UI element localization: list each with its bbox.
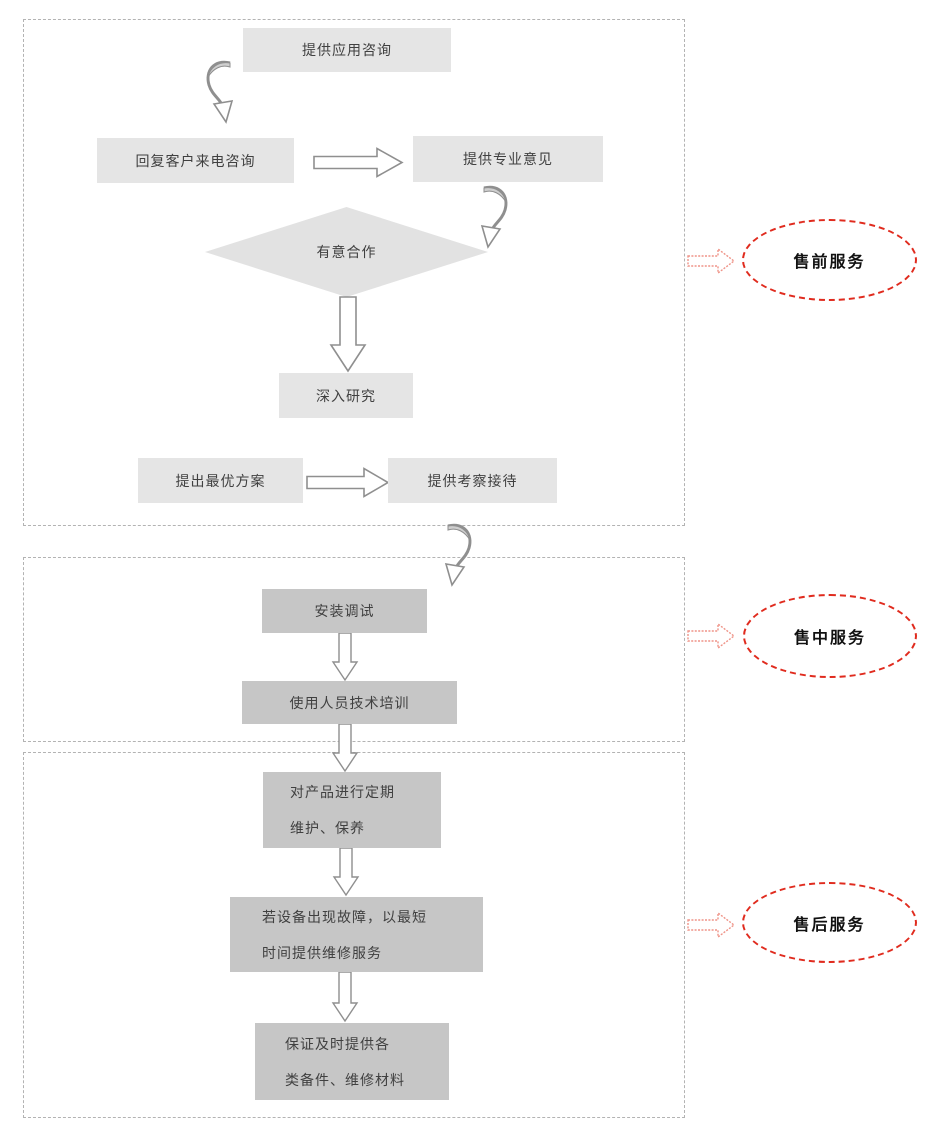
flow-node-best-plan: 提出最优方案 [138,458,303,503]
flow-node-app-consult: 提供应用咨询 [243,28,451,72]
red-arrow-right-icon [687,911,737,939]
flow-node-label: 深入研究 [316,387,376,404]
flow-node-label: 使用人员技术培训 [289,694,410,711]
pre-sales-badge: 售前服务 [742,219,917,301]
curved-swirl-arrow-icon [441,521,475,591]
block-arrow-down-icon [332,848,360,897]
flow-node-label: 提供考察接待 [427,472,518,489]
flow-node-label: 提供应用咨询 [302,42,392,58]
flow-node-reply-calls: 回复客户来电咨询 [97,138,294,183]
flow-node-label: 提出最优方案 [175,472,266,489]
flow-node-training: 使用人员技术培训 [242,681,457,724]
flow-node-label-line1: 若设备出现故障，以最短 [262,908,427,925]
after-sales-badge: 售后服务 [742,882,917,963]
block-arrow-down-icon [329,296,367,374]
after-sales-badge-label: 售后服务 [793,916,866,934]
flow-node-label-line2: 类备件、维修材料 [285,1071,405,1088]
decision-label: 有意合作 [316,244,377,260]
flow-node-label-line2: 时间提供维修服务 [262,944,382,961]
flow-node-repair: 若设备出现故障，以最短 时间提供维修服务 [230,897,483,972]
block-arrow-down-icon [331,724,359,773]
pre-sales-badge-label: 售前服务 [793,254,866,271]
curved-swirl-arrow-icon [203,58,237,128]
flow-node-label-line1: 保证及时提供各 [285,1035,390,1052]
in-sales-badge-label: 售中服务 [793,630,866,647]
flow-node-label-line2: 维护、保养 [290,820,365,836]
flow-node-label-line1: 对产品进行定期 [290,784,395,800]
red-arrow-right-icon [687,622,737,650]
flow-node-maintenance: 对产品进行定期 维护、保养 [263,772,441,848]
flow-node-deep-research: 深入研究 [279,373,413,418]
flow-node-pro-advice: 提供专业意见 [413,136,603,182]
flow-node-install-debug: 安装调试 [262,589,427,633]
flow-node-visit-reception: 提供考察接待 [388,458,557,503]
in-sales-badge: 售中服务 [743,594,917,678]
block-arrow-down-icon [331,633,359,682]
flow-node-spares: 保证及时提供各 类备件、维修材料 [255,1023,449,1100]
in-sales-section-frame [23,557,685,742]
flow-node-label: 提供专业意见 [463,151,553,167]
pre-sales-section-frame [23,19,685,526]
block-arrow-right-icon [306,467,390,498]
flow-node-label: 安装调试 [314,603,375,619]
block-arrow-down-icon [331,972,359,1023]
block-arrow-right-icon [313,147,404,178]
flow-node-label: 回复客户来电咨询 [135,152,256,169]
red-arrow-right-icon [687,247,737,275]
curved-swirl-arrow-icon [477,183,511,253]
